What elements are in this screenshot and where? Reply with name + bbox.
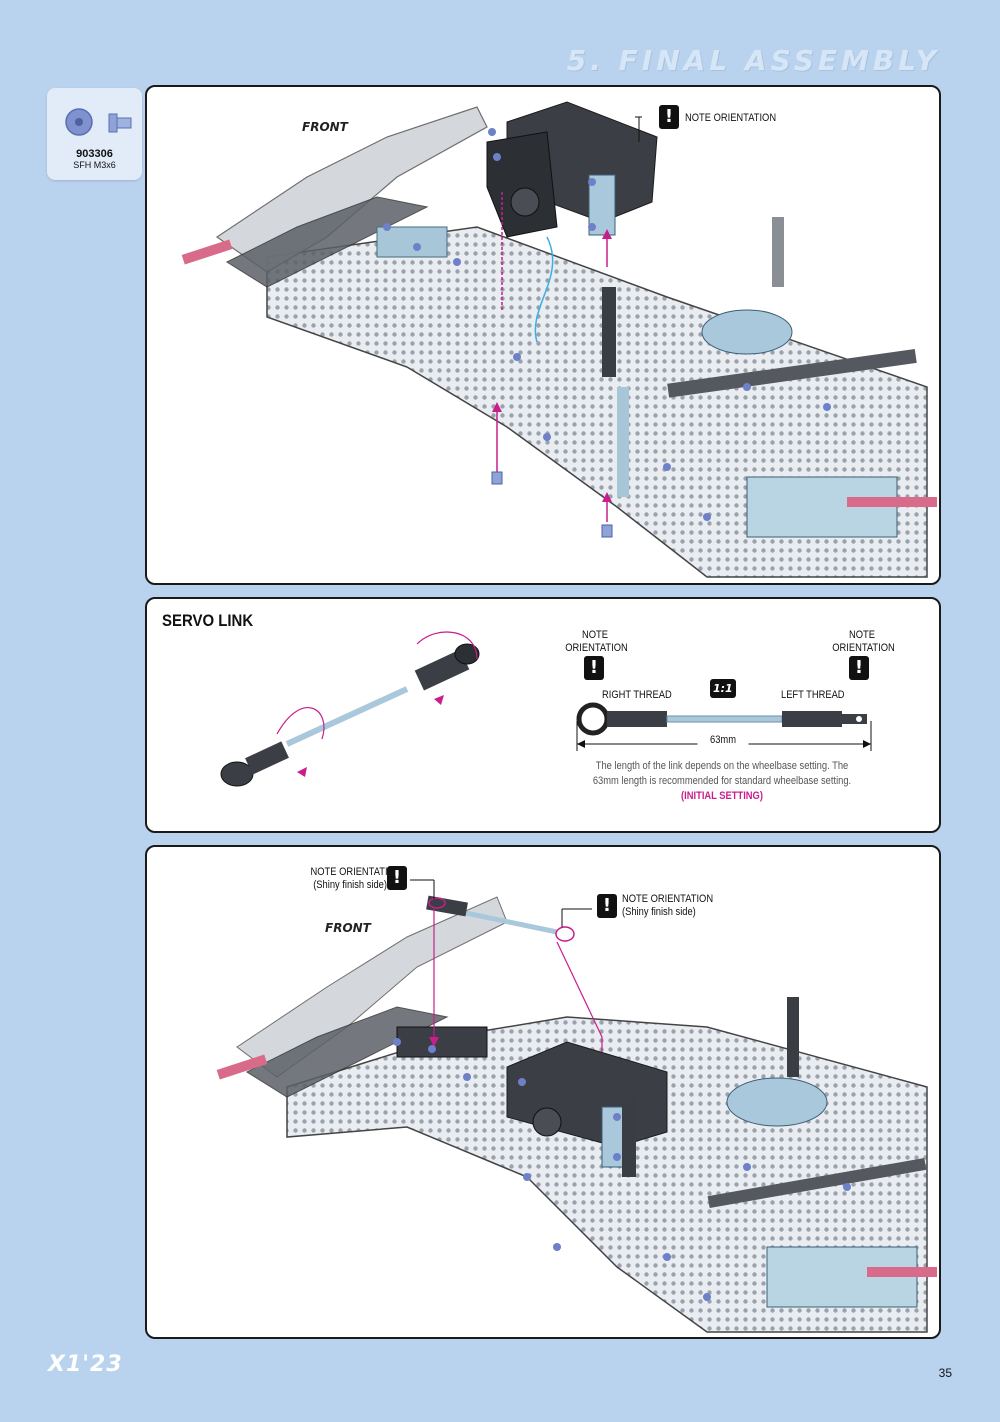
step2-panel: SERVO LINK NOTE ORIENTATION ! NOTE ORIEN… <box>145 597 941 833</box>
servo-link-title: SERVO LINK <box>162 611 254 630</box>
note-orientation-label: NOTE ORIENTATION <box>685 112 777 124</box>
caption-line-2: 63mm length is recommended for standard … <box>592 775 852 787</box>
note-orientation-right-line1: NOTE ORIENTATION <box>622 893 714 905</box>
part-description: SFH M3x6 <box>73 160 116 170</box>
front-label: FRONT <box>302 120 348 134</box>
note-orientation-left-line2: (Shiny finish side) <box>313 879 387 891</box>
warning-icon: ! <box>659 105 679 129</box>
left-thread-label: LEFT THREAD <box>781 689 845 701</box>
product-logo: X1'23 <box>48 1352 123 1377</box>
caption-line-1: The length of the link depends on the wh… <box>595 760 849 772</box>
chassis-illustration <box>181 101 937 578</box>
part-code: 903306 <box>76 148 113 160</box>
note-orientation-left: NOTE ORIENTATION <box>565 629 628 654</box>
front-label: FRONT <box>325 921 371 935</box>
chassis-illustration-2 <box>216 879 937 1333</box>
step1-panel: FRONT ! NOTE ORIENTATION <box>145 85 941 585</box>
warning-icon-right: ! <box>849 656 869 680</box>
servo-link-illustration <box>220 631 872 787</box>
warning-icon-right: ! <box>597 894 617 918</box>
warning-icon-left: ! <box>584 656 604 680</box>
right-thread-label: RIGHT THREAD <box>602 689 672 701</box>
length-label: 63mm <box>697 734 749 747</box>
warning-icon-left: ! <box>387 866 407 890</box>
ratio-icon: 1:1 <box>710 679 736 698</box>
parts-bag: 903306 SFH M3x6 <box>47 88 142 180</box>
step3-panel: NOTE ORIENTATION (Shiny finish side) ! !… <box>145 845 941 1339</box>
initial-setting-label: (INITIAL SETTING) <box>681 790 763 802</box>
note-orientation-right-line2: (Shiny finish side) <box>622 906 696 918</box>
page-number: 35 <box>938 1366 952 1380</box>
note-orientation-left-line1: NOTE ORIENTATION <box>310 866 402 878</box>
screw-icon <box>65 108 132 136</box>
section-title: 5. FINAL ASSEMBLY <box>566 44 940 77</box>
note-orientation-right: NOTE ORIENTATION <box>832 629 895 654</box>
